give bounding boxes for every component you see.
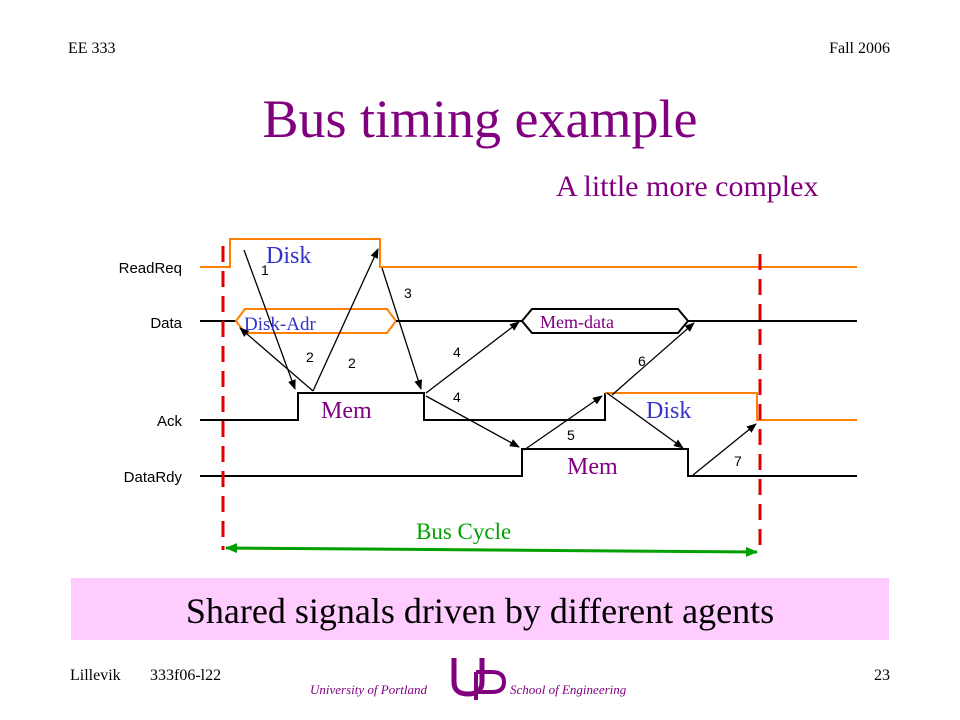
step-number: 3	[404, 285, 412, 301]
footer-file: 333f06-l22	[150, 667, 222, 684]
slide-title: Bus timing example	[262, 89, 698, 149]
step-number: 4	[453, 389, 461, 405]
signal-label-datardy: DataRdy	[124, 469, 183, 486]
bus-cycle-label: Bus Cycle	[416, 519, 511, 544]
step-number: 5	[567, 427, 575, 443]
term-label: Fall 2006	[829, 40, 890, 57]
footer-author: Lillevik	[70, 667, 121, 684]
datardy-mem-label: Mem	[567, 454, 618, 480]
school-name: School of Engineering	[510, 682, 627, 697]
signal-label-readreq: ReadReq	[119, 260, 182, 277]
summary-text: Shared signals driven by different agent…	[185, 591, 775, 631]
signal-label-data: Data	[150, 315, 182, 332]
summary-banner: Shared signals driven by different agent…	[71, 578, 889, 640]
slide-subtitle: A little more complex	[556, 170, 819, 203]
datardy-waveform	[200, 448, 857, 477]
page-number: 23	[874, 667, 890, 684]
step-number: 2	[306, 349, 314, 365]
university-name: University of Portland	[310, 682, 427, 697]
data-address-label: Disk-Adr	[244, 314, 316, 335]
step-number: 4	[453, 344, 461, 360]
step-number: 6	[638, 353, 646, 369]
signal-label-ack: Ack	[157, 413, 183, 430]
readreq-driver-label: Disk	[266, 243, 311, 269]
step-number: 7	[734, 453, 742, 469]
readreq-waveform	[200, 238, 857, 268]
ack-mem-label: Mem	[321, 398, 372, 424]
ack-waveform	[200, 392, 857, 421]
handshake-arrows	[239, 248, 757, 476]
university-logo-icon	[451, 658, 507, 700]
step-number: 2	[348, 355, 356, 371]
ack-disk-label: Disk	[646, 398, 691, 424]
step-numbers: 1 2 2 3 4 4 5 6 7	[261, 262, 742, 469]
bus-cycle-arrow	[225, 543, 758, 557]
course-label: EE 333	[68, 40, 116, 57]
data-memory-label: Mem-data	[540, 312, 614, 332]
step-number: 1	[261, 262, 269, 278]
